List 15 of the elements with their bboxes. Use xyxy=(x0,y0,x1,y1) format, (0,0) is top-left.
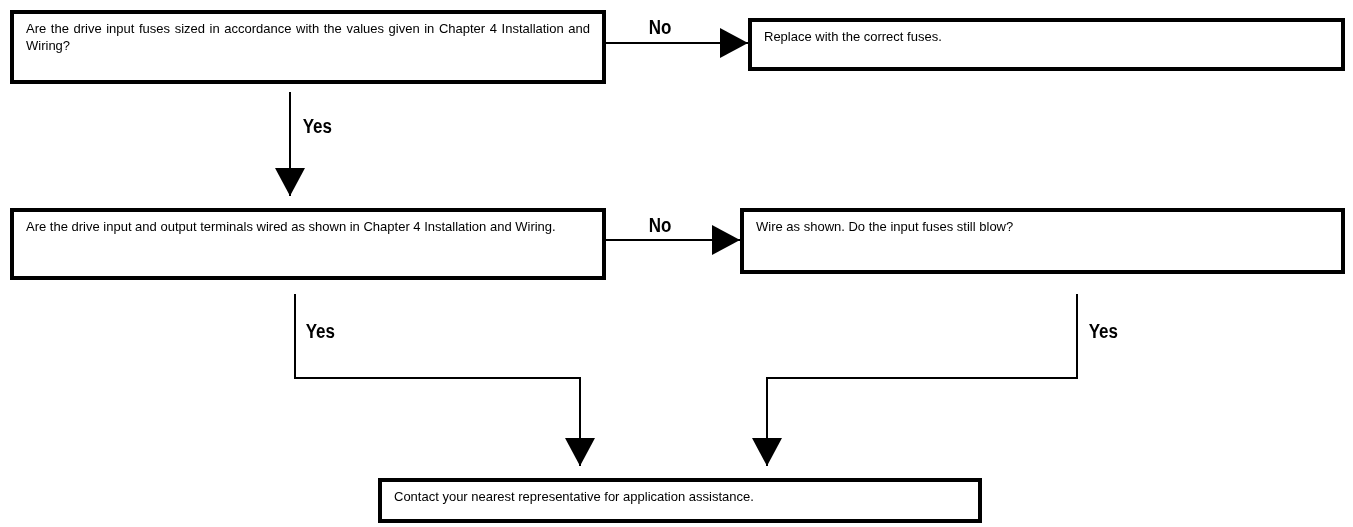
arrow xyxy=(275,91,305,197)
box-text: Contact your nearest representative for application assistance. xyxy=(394,488,755,505)
box-text: Are the drive input fuses sized in accordance with the values given in Chapter 4 Installation and Wiring? xyxy=(26,20,590,54)
box-text: Replace with the correct fuses. xyxy=(764,28,943,45)
arrow xyxy=(605,225,741,255)
arrow xyxy=(294,293,595,467)
arrow xyxy=(752,293,1078,467)
box-text: Wire as shown. Do the input fuses still blow? xyxy=(756,218,1015,235)
process-box xyxy=(378,478,982,523)
box-text: Are the drive input and output terminals wired as shown in Chapter 4 Installation and Wiring. xyxy=(26,218,557,235)
process-box xyxy=(10,10,606,84)
arrow xyxy=(605,28,749,58)
process-box xyxy=(748,18,1345,71)
process-box xyxy=(10,208,606,280)
process-box xyxy=(740,208,1345,274)
